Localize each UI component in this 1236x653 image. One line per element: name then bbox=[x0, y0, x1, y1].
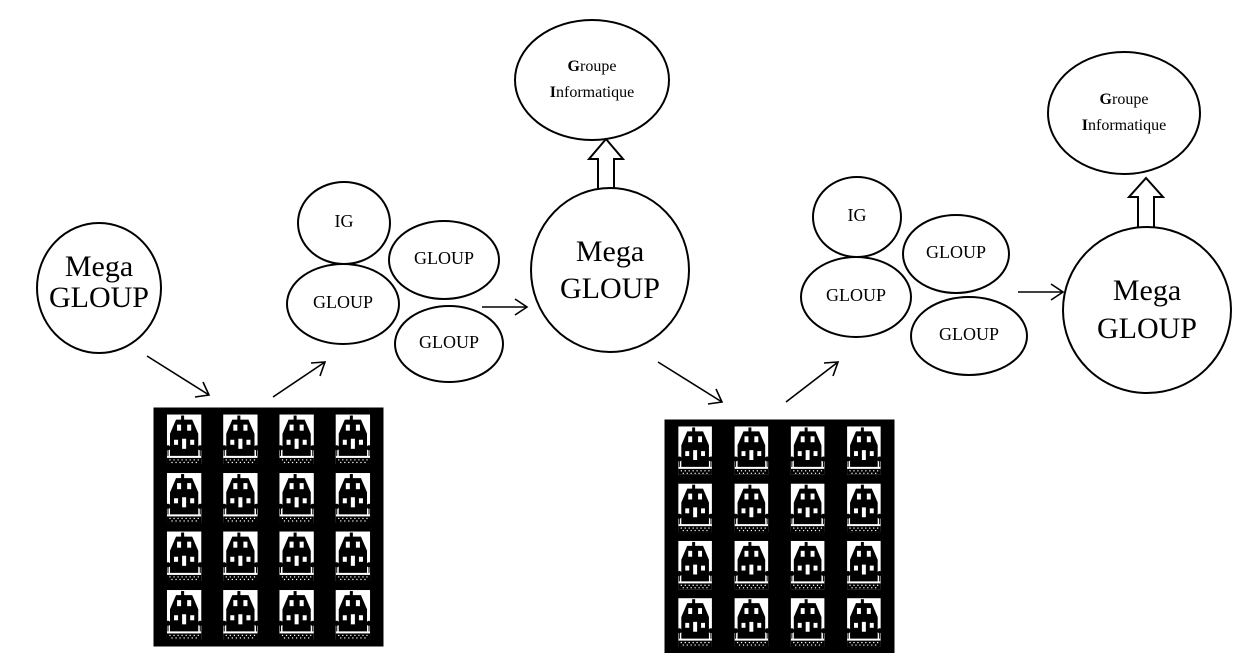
right-grid-house-icon bbox=[675, 423, 715, 478]
right-mega-label: Mega bbox=[1113, 274, 1181, 307]
arrow-left-mega-to-grid bbox=[146, 355, 210, 396]
left-grid-house-icon bbox=[163, 587, 205, 643]
left-gloup-mid-node: GLOUP bbox=[286, 263, 400, 345]
left-grid-house-icon bbox=[163, 470, 205, 526]
right-grid-house-icon bbox=[787, 480, 828, 535]
right-grid-house-icon bbox=[675, 595, 715, 650]
right-grid-house-icon bbox=[787, 595, 828, 650]
right-grid-house-icon bbox=[731, 480, 772, 535]
left-ig-label: IG bbox=[335, 211, 354, 231]
left-grid-house-icon bbox=[163, 411, 205, 467]
right-ig-label: IG bbox=[848, 205, 867, 225]
left-grid-house-icon bbox=[332, 411, 374, 467]
left-house-grid bbox=[153, 407, 384, 647]
arrow-right-grid-to-cluster-head bbox=[823, 361, 840, 377]
arrow-right-grid-to-cluster bbox=[785, 361, 839, 403]
left-grid-house-icon bbox=[276, 528, 317, 584]
arrow-left-grid-to-cluster-head bbox=[310, 361, 327, 377]
right-gloup-top-node: GLOUP bbox=[902, 214, 1010, 294]
left-gloup-mid-label: GLOUP bbox=[313, 292, 373, 312]
center-gloup-label: GLOUP bbox=[560, 272, 660, 305]
left-gloup-label: GLOUP bbox=[49, 281, 149, 314]
right-gloup-bottom-node: GLOUP bbox=[910, 296, 1028, 376]
right-grid-house-icon bbox=[844, 595, 884, 650]
arrow-left-cluster-to-center-mega-head bbox=[514, 298, 529, 316]
right-groupe-label: Groupe bbox=[1100, 91, 1149, 108]
right-grid-house-icon bbox=[787, 423, 828, 478]
arrow-right-cluster-to-mega-head bbox=[1050, 283, 1065, 301]
right-gloup-mid-label: GLOUP bbox=[826, 285, 886, 305]
right-gloup-mid-node: GLOUP bbox=[800, 256, 912, 338]
left-grid-house-icon bbox=[332, 528, 374, 584]
left-gloup-top-label: GLOUP bbox=[414, 248, 474, 268]
left-grid-house-icon bbox=[220, 528, 261, 584]
center-groupe-informatique-node: Groupe Informatique bbox=[514, 19, 670, 141]
arrow-left-grid-to-cluster bbox=[272, 361, 326, 398]
right-grid-house-icon bbox=[787, 538, 828, 593]
left-grid-house-icon bbox=[276, 587, 317, 643]
left-grid-house-icon bbox=[332, 470, 374, 526]
left-grid-house-icon bbox=[332, 587, 374, 643]
left-grid-house-icon bbox=[276, 411, 317, 467]
left-ig-node: IG bbox=[297, 181, 391, 265]
right-gloup-bottom-label: GLOUP bbox=[939, 324, 999, 344]
left-grid-house-icon bbox=[163, 528, 205, 584]
left-mega-label: Mega bbox=[65, 250, 133, 283]
right-groupe-informatique-node: Groupe Informatique bbox=[1047, 51, 1201, 175]
center-informatique-label: Informatique bbox=[550, 84, 634, 101]
left-grid-house-icon bbox=[220, 587, 261, 643]
left-gloup-bottom-label: GLOUP bbox=[419, 332, 479, 352]
right-gloup-top-label: GLOUP bbox=[926, 242, 986, 262]
arrow-center-mega-to-grid bbox=[657, 361, 723, 403]
right-grid-house-icon bbox=[731, 538, 772, 593]
left-gloup-top-node: GLOUP bbox=[388, 220, 500, 300]
arrow-left-mega-to-grid-head bbox=[194, 381, 211, 398]
right-grid-house-icon bbox=[844, 480, 884, 535]
arrow-center-mega-to-grid-head bbox=[707, 388, 724, 405]
right-grid-house-icon bbox=[844, 538, 884, 593]
right-house-grid bbox=[664, 419, 895, 653]
right-informatique-label: Informatique bbox=[1082, 117, 1166, 134]
left-grid-house-icon bbox=[220, 470, 261, 526]
left-mega-gloup-node: Mega GLOUP bbox=[36, 222, 162, 354]
center-up-block-arrow bbox=[586, 137, 626, 191]
right-grid-house-icon bbox=[731, 595, 772, 650]
center-groupe-label: Groupe bbox=[568, 58, 617, 75]
center-mega-gloup-node: Mega GLOUP bbox=[530, 187, 690, 353]
right-up-block-arrow bbox=[1126, 176, 1166, 229]
right-ig-node: IG bbox=[812, 176, 902, 258]
left-gloup-bottom-node: GLOUP bbox=[394, 305, 504, 383]
left-grid-house-icon bbox=[220, 411, 261, 467]
right-gloup-label: GLOUP bbox=[1097, 312, 1197, 345]
right-grid-house-icon bbox=[731, 423, 772, 478]
right-mega-gloup-node: Mega GLOUP bbox=[1062, 226, 1232, 394]
center-mega-label: Mega bbox=[576, 235, 644, 268]
left-grid-house-icon bbox=[276, 470, 317, 526]
right-grid-house-icon bbox=[844, 423, 884, 478]
right-grid-house-icon bbox=[675, 538, 715, 593]
right-grid-house-icon bbox=[675, 480, 715, 535]
